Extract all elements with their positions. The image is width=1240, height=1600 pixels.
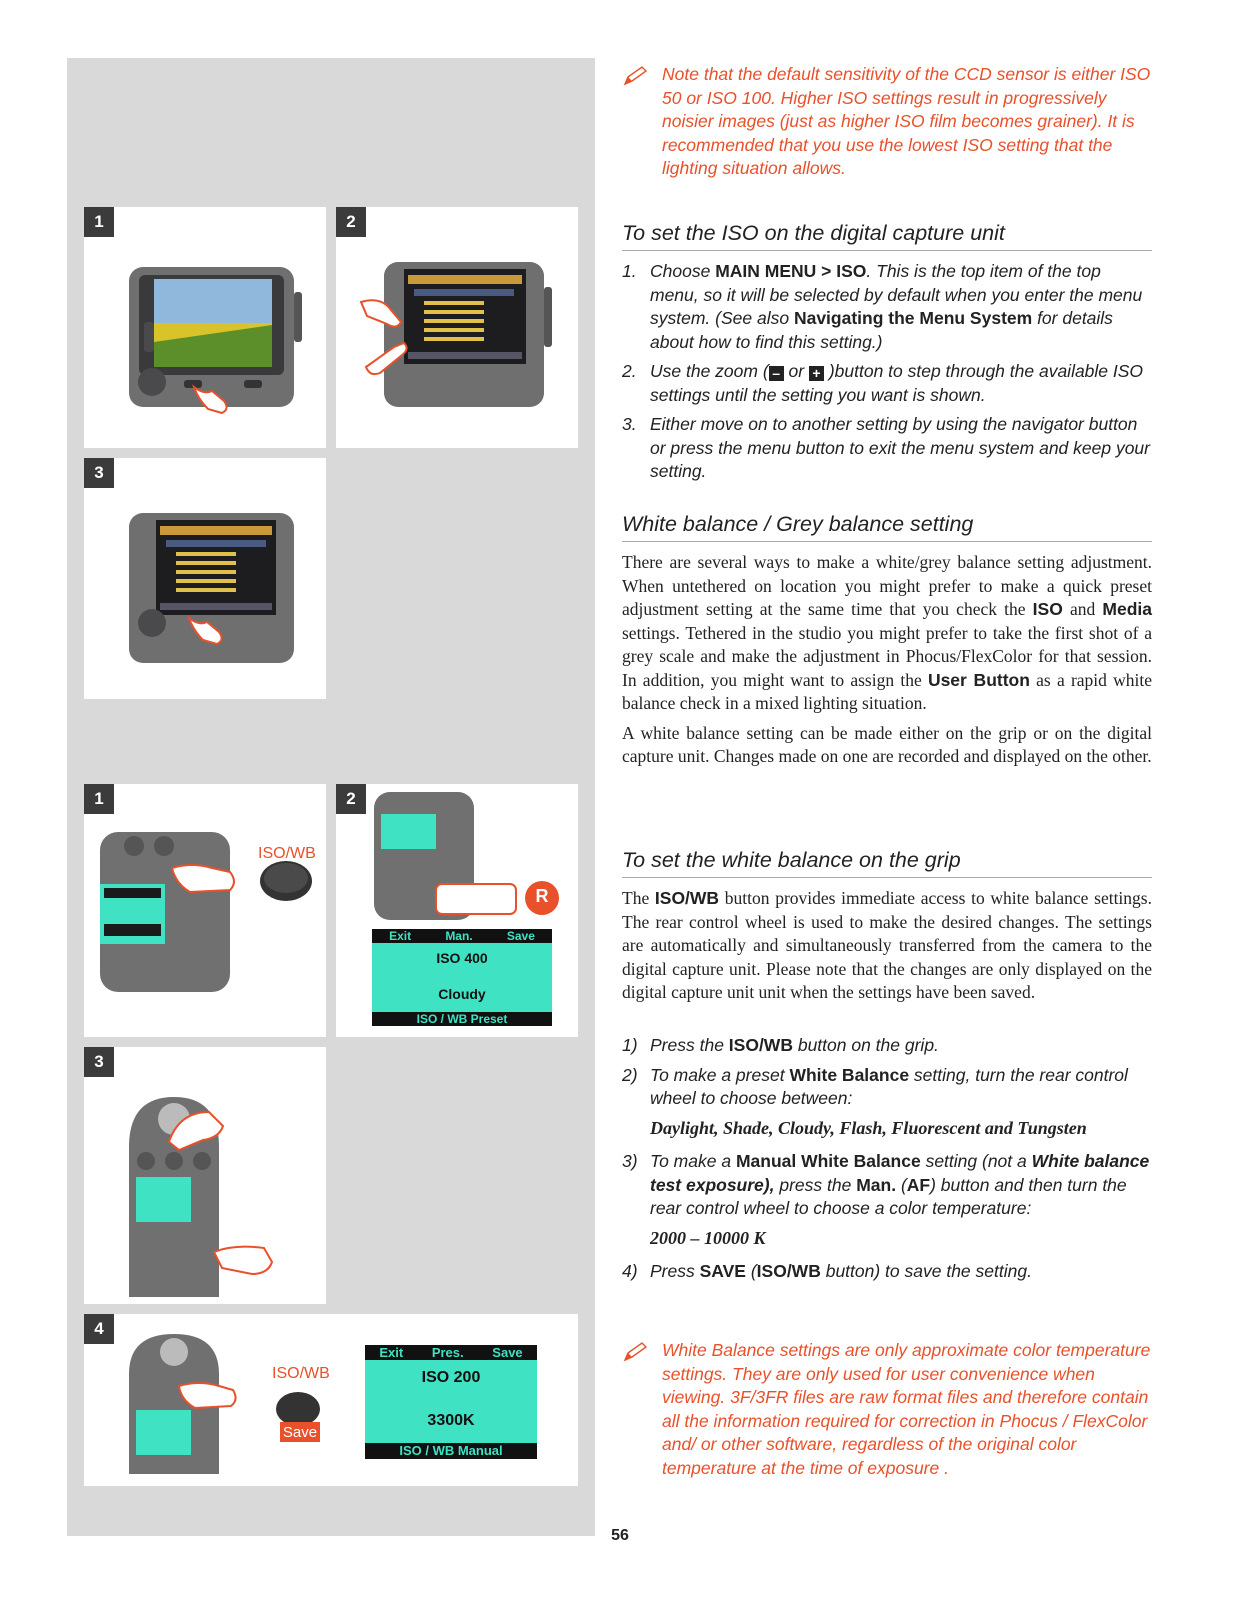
list-item: 3. Either move on to another setting by … — [622, 414, 1150, 481]
step-badge: 1 — [84, 207, 114, 237]
step-badge: 2 — [336, 207, 366, 237]
note-iso: Note that the default sensitivity of the… — [622, 63, 1152, 181]
grip-photo — [100, 832, 312, 992]
lcd-top-bar: Exit Pres. Save — [365, 1345, 537, 1360]
figure-bottom-2: R Exit Man. Save ISO 400 Cloudy ISO / WB… — [336, 784, 578, 1037]
figure-top-1: 1 — [84, 207, 326, 448]
list-item: 2) To make a preset White Balance settin… — [622, 1064, 1128, 1109]
lcd-iso-value: ISO 200 — [421, 1369, 481, 1386]
wb-grip-body: The ISO/WB button provides immediate acc… — [622, 887, 1152, 1011]
list-item: 1) Press the ISO/WB button on the grip. — [622, 1035, 939, 1055]
list-item: 1. Choose MAIN MENU > ISO. This is the t… — [622, 261, 1143, 352]
lcd-mode: ISO / WB Preset — [416, 1012, 508, 1026]
wb-options: Daylight, Shade, Cloudy, Flash, Fluoresc… — [650, 1117, 1087, 1138]
step-badge: 3 — [84, 458, 114, 488]
paragraph: A white balance setting can be made eith… — [622, 722, 1152, 767]
figure-top-3: 3 — [84, 458, 326, 699]
lcd-save: Save — [506, 929, 535, 943]
camera-menu-photo — [359, 262, 552, 407]
figure-top-2: 2 — [336, 207, 578, 448]
lcd-man: Man. — [445, 929, 473, 943]
list-item: 4) Press SAVE (ISO/WB button) to save th… — [622, 1261, 1032, 1281]
grip-buttons-photo — [129, 1097, 274, 1297]
step-badge: 2 — [336, 784, 366, 814]
wb-steps-list: 1) Press the ISO/WB button on the grip. … — [622, 1034, 1152, 1290]
step-badge: 1 — [84, 784, 114, 814]
figure-bottom-3: 3 — [84, 1047, 326, 1304]
list-item: 2. Use the zoom (– or + )button to step … — [622, 361, 1144, 405]
paragraph: The ISO/WB button provides immediate acc… — [622, 888, 1152, 1002]
lcd-top-bar: Exit Man. Save — [372, 929, 552, 943]
grip-save-photo — [129, 1334, 537, 1474]
white-balance-body: There are several ways to make a white/g… — [622, 551, 1152, 775]
lcd-wb-value: Cloudy — [438, 986, 486, 1002]
figure-bottom-4: ISO/WB Save Exit Pres. Save ISO 200 3300… — [84, 1314, 578, 1486]
pencil-icon — [623, 1342, 648, 1362]
lcd-mode: ISO / WB Manual — [399, 1443, 503, 1458]
note-text: White Balance settings are only approxim… — [662, 1340, 1151, 1478]
note-text: Note that the default sensitivity of the… — [662, 64, 1151, 178]
kelvin-range: 2000 – 10000 K — [650, 1227, 766, 1248]
paragraph: There are several ways to make a white/g… — [622, 552, 1153, 713]
lcd-save: Save — [492, 1345, 523, 1360]
grip-wheel-photo — [372, 792, 559, 1026]
lcd-kelvin-value: 3300K — [427, 1412, 475, 1429]
zoom-plus-icon: + — [808, 366, 824, 381]
note-white-balance: White Balance settings are only approxim… — [622, 1339, 1152, 1480]
page-number: 56 — [611, 1527, 629, 1544]
lcd-pres: Pres. — [431, 1345, 464, 1360]
lcd-iso-value: ISO 400 — [436, 950, 488, 966]
rear-wheel-icon: R — [535, 886, 549, 906]
heading-iso-capture-unit: To set the ISO on the digital capture un… — [622, 221, 1152, 251]
lcd-exit: Exit — [379, 1345, 404, 1360]
step-badge: 3 — [84, 1047, 114, 1077]
figure-bottom-1: ISO/WB 1 — [84, 784, 326, 1037]
list-item: 3) To make a Manual White Balance settin… — [622, 1151, 1150, 1218]
save-label: Save — [282, 1424, 318, 1441]
camera-exit-photo — [129, 513, 294, 663]
heading-white-balance: White balance / Grey balance setting — [622, 512, 1152, 542]
iso-steps-list: 1. Choose MAIN MENU > ISO. This is the t… — [622, 260, 1152, 490]
heading-wb-grip: To set the white balance on the grip — [622, 848, 1152, 878]
camera-unit-photo — [129, 267, 302, 415]
lcd-exit: Exit — [389, 929, 412, 943]
step-badge: 4 — [84, 1314, 114, 1344]
zoom-minus-icon: – — [768, 366, 784, 381]
iso-wb-label: ISO/WB — [272, 1365, 330, 1382]
iso-wb-label: ISO/WB — [258, 845, 316, 862]
pencil-icon — [623, 66, 648, 86]
